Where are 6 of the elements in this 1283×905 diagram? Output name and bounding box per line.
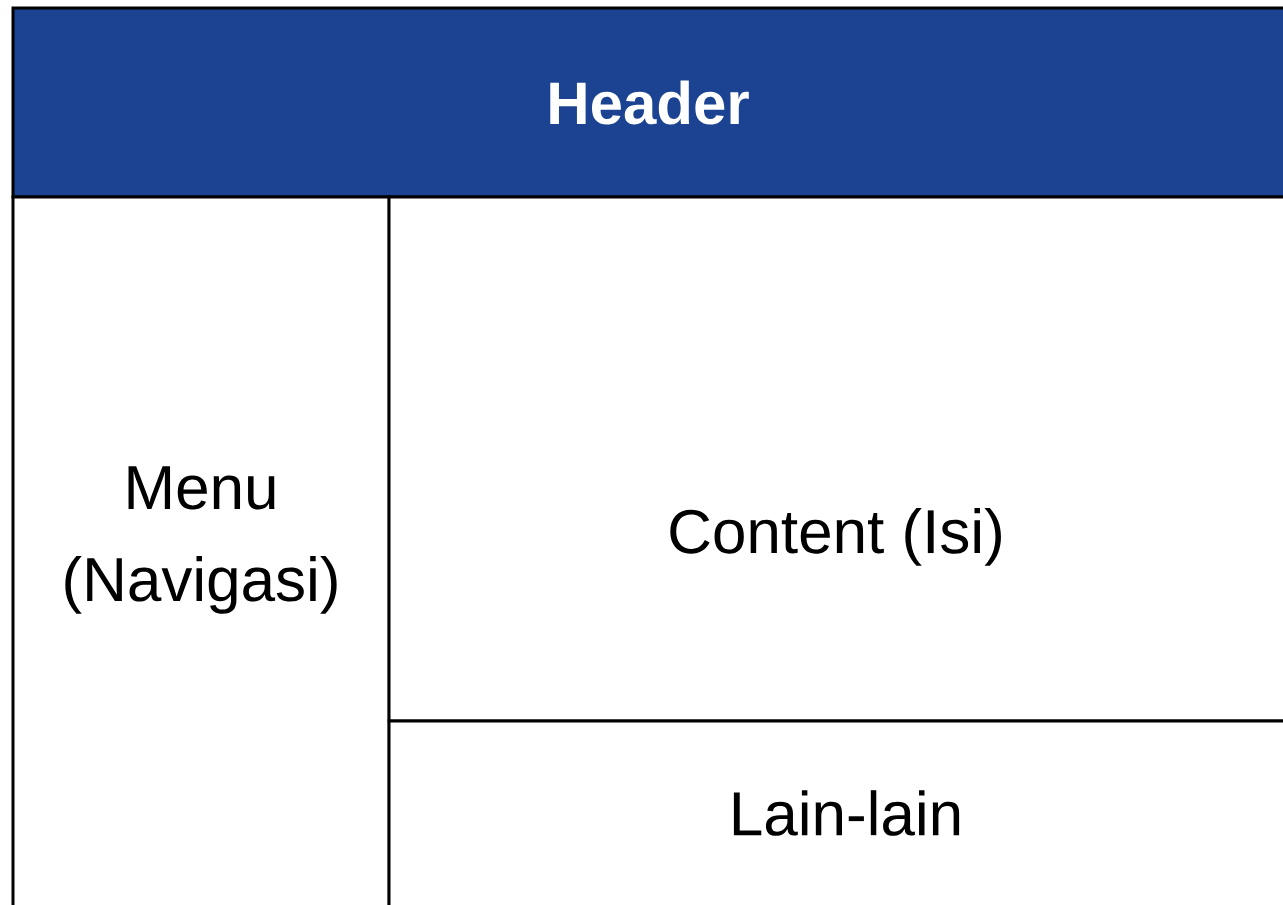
label: Content (Isi) bbox=[670, 508, 1001, 566]
layout-box bbox=[387, 719, 1283, 905]
layout-box bbox=[11, 195, 391, 905]
label: Menu (Navigasi) bbox=[65, 466, 337, 614]
label: Lain-lain bbox=[733, 790, 960, 836]
label: Header bbox=[550, 80, 749, 125]
